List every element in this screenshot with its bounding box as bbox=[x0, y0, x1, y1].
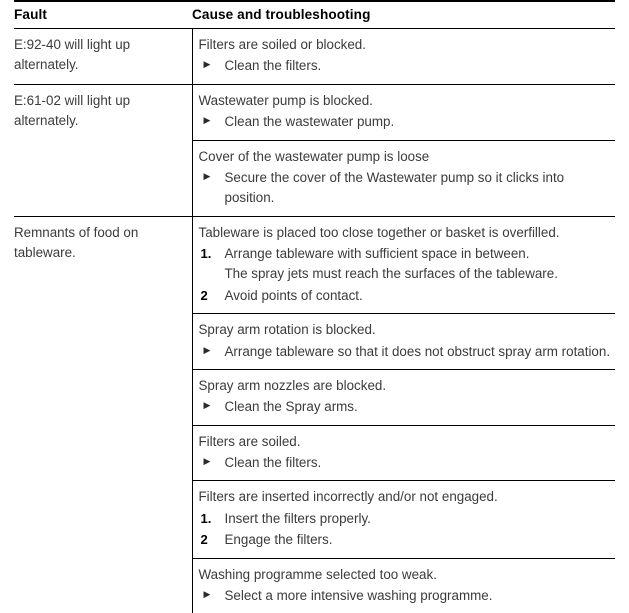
step-text: Clean the wastewater pump. bbox=[225, 114, 395, 129]
cause-cell: Filters are soiled or blocked.▶Clean the… bbox=[192, 29, 615, 85]
fault-cell: E:92-40 will light up alternately. bbox=[14, 29, 192, 85]
cause-block: Filters are soiled.▶Clean the filters. bbox=[193, 425, 616, 481]
cause-title: Spray arm rotation is blocked. bbox=[199, 320, 612, 340]
cause-title: Tableware is placed too close together o… bbox=[199, 223, 612, 243]
bullet-arrow-icon: ▶ bbox=[204, 586, 226, 604]
step-number: 2 bbox=[201, 530, 223, 550]
step-item: ▶Clean the wastewater pump. bbox=[199, 112, 612, 132]
step-item: ▶Arrange tableware so that it does not o… bbox=[199, 342, 612, 362]
fault-troubleshooting-table: Fault Cause and troubleshooting E:92-40 … bbox=[14, 0, 615, 613]
bullet-step-list: ▶Arrange tableware so that it does not o… bbox=[199, 342, 612, 362]
step-text: Arrange tableware with sufficient space … bbox=[225, 246, 530, 261]
bullet-step-list: ▶Clean the filters. bbox=[199, 453, 612, 473]
step-number: 1. bbox=[201, 244, 223, 264]
step-item: ▶Clean the Spray arms. bbox=[199, 397, 612, 417]
cause-block: Filters are inserted incorrectly and/or … bbox=[193, 480, 616, 557]
step-item: ▶Clean the filters. bbox=[199, 56, 612, 76]
troubleshooting-page: Fault Cause and troubleshooting E:92-40 … bbox=[0, 0, 629, 597]
step-text: Clean the filters. bbox=[225, 455, 322, 470]
step-subtext: The spray jets must reach the surfaces o… bbox=[225, 264, 612, 284]
cause-title: Filters are soiled. bbox=[199, 432, 612, 452]
table-body: E:92-40 will light up alternately.Filter… bbox=[14, 29, 615, 613]
cause-block: Spray arm nozzles are blocked.▶Clean the… bbox=[193, 369, 616, 425]
cause-cell: Wastewater pump is blocked.▶Clean the wa… bbox=[192, 84, 615, 216]
cause-title: Filters are inserted incorrectly and/or … bbox=[199, 487, 612, 507]
cause-title: Filters are soiled or blocked. bbox=[199, 35, 612, 55]
cause-block: Tableware is placed too close together o… bbox=[193, 217, 616, 314]
table-row: Remnants of food on tableware. Tableware … bbox=[14, 216, 615, 613]
step-text: Secure the cover of the Wastewater pump … bbox=[225, 170, 565, 205]
cause-block: Washing programme selected too weak.▶Sel… bbox=[193, 558, 616, 613]
table-row: E:92-40 will light up alternately.Filter… bbox=[14, 29, 615, 85]
cause-block: Spray arm rotation is blocked.▶Arrange t… bbox=[193, 313, 616, 369]
bullet-arrow-icon: ▶ bbox=[204, 56, 226, 74]
cause-block: Wastewater pump is blocked.▶Clean the wa… bbox=[193, 85, 616, 140]
bullet-step-list: ▶Secure the cover of the Wastewater pump… bbox=[199, 168, 612, 209]
cause-title: Cover of the wastewater pump is loose bbox=[199, 147, 612, 167]
step-text: Clean the filters. bbox=[225, 58, 322, 73]
step-number: 2 bbox=[201, 286, 223, 306]
bullet-step-list: ▶Select a more intensive washing program… bbox=[199, 586, 612, 606]
numbered-step-list: 1.Arrange tableware with sufficient spac… bbox=[199, 244, 612, 306]
step-item: ▶Select a more intensive washing program… bbox=[199, 586, 612, 606]
table-header-row: Fault Cause and troubleshooting bbox=[14, 1, 615, 29]
bullet-arrow-icon: ▶ bbox=[204, 112, 226, 130]
bullet-arrow-icon: ▶ bbox=[204, 397, 226, 415]
bullet-arrow-icon: ▶ bbox=[204, 168, 226, 186]
column-header-fault: Fault bbox=[14, 1, 192, 29]
step-text: Select a more intensive washing programm… bbox=[225, 588, 493, 603]
bullet-arrow-icon: ▶ bbox=[204, 453, 226, 471]
cause-block: Cover of the wastewater pump is loose▶Se… bbox=[193, 140, 616, 216]
bullet-step-list: ▶Clean the Spray arms. bbox=[199, 397, 612, 417]
step-item: 1.Insert the filters properly. bbox=[199, 509, 612, 529]
bullet-arrow-icon: ▶ bbox=[204, 342, 226, 360]
fault-cell: E:61-02 will light up alternately. bbox=[14, 84, 192, 216]
bullet-step-list: ▶Clean the wastewater pump. bbox=[199, 112, 612, 132]
cause-block: Filters are soiled or blocked.▶Clean the… bbox=[193, 29, 616, 84]
step-item: ▶Clean the filters. bbox=[199, 453, 612, 473]
step-number: 1. bbox=[201, 509, 223, 529]
step-item: ▶Secure the cover of the Wastewater pump… bbox=[199, 168, 612, 209]
step-text: Arrange tableware so that it does not ob… bbox=[225, 344, 611, 359]
bullet-step-list: ▶Clean the filters. bbox=[199, 56, 612, 76]
step-item: 1.Arrange tableware with sufficient spac… bbox=[199, 244, 612, 285]
cause-title: Washing programme selected too weak. bbox=[199, 565, 612, 585]
column-header-cause: Cause and troubleshooting bbox=[192, 1, 615, 29]
table-row: E:61-02 will light up alternately.Wastew… bbox=[14, 84, 615, 216]
step-text: Clean the Spray arms. bbox=[225, 399, 358, 414]
step-text: Engage the filters. bbox=[225, 532, 333, 547]
cause-title: Wastewater pump is blocked. bbox=[199, 91, 612, 111]
cause-cell: Tableware is placed too close together o… bbox=[192, 216, 615, 613]
table-header: Fault Cause and troubleshooting bbox=[14, 1, 615, 29]
step-text: Insert the filters properly. bbox=[225, 511, 371, 526]
step-text: Avoid points of contact. bbox=[225, 288, 363, 303]
cause-title: Spray arm nozzles are blocked. bbox=[199, 376, 612, 396]
fault-cell: Remnants of food on tableware. bbox=[14, 216, 192, 613]
